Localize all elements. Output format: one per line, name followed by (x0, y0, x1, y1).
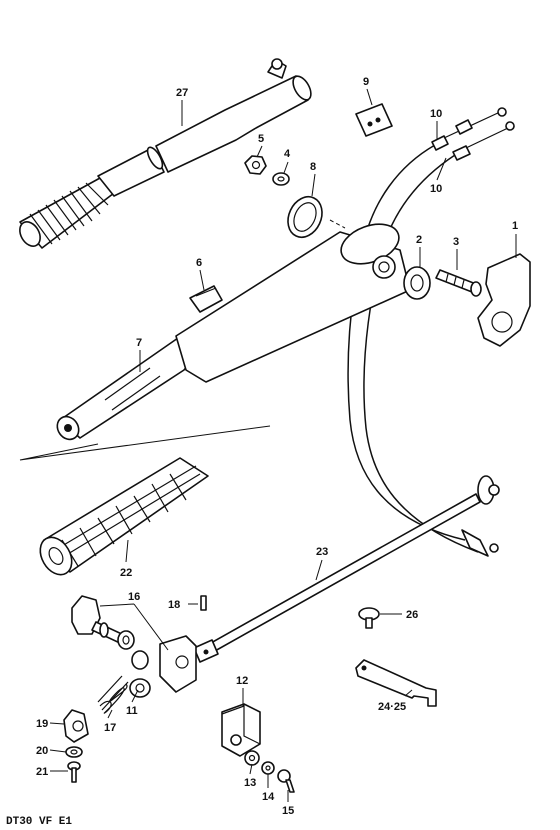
part-14-washer (261, 761, 275, 775)
throttle-cables (347, 107, 515, 557)
part-4-washer (272, 172, 290, 186)
part-20-washer (65, 746, 83, 758)
callout-26: 26 (406, 609, 418, 621)
part-27-tiller-extension (19, 58, 312, 249)
callout-23: 23 (316, 546, 328, 558)
callout-6: 6 (196, 257, 202, 269)
part-6-bushing (189, 285, 223, 313)
callout-11: 11 (126, 705, 138, 717)
callout-14: 14 (262, 791, 275, 803)
callout-9: 9 (363, 76, 369, 88)
callout-13: 13 (244, 777, 256, 789)
callout-22: 22 (120, 567, 132, 579)
callout-2: 2 (416, 234, 422, 246)
part-5-nut (244, 155, 267, 175)
callout-10-lower: 10 (430, 183, 442, 195)
callout-18: 18 (168, 599, 180, 611)
part-16-shaft-assembly (71, 595, 197, 693)
callout-4: 4 (284, 148, 291, 160)
part-3-bolt (435, 269, 482, 297)
part-12-clamp-block (221, 703, 261, 757)
part-13-washer (244, 750, 260, 766)
callout-3: 3 (453, 236, 459, 248)
part-23-link-rod (193, 475, 500, 663)
part-11-bushing (129, 678, 151, 698)
callout-7: 7 (136, 337, 142, 349)
callout-24-25: 24·25 (378, 701, 406, 713)
part-21-bolt (67, 761, 81, 783)
part-15-screw (277, 769, 295, 793)
callout-27: 27 (176, 87, 188, 99)
part-26-screw (358, 607, 380, 629)
part-18-pin (200, 595, 207, 611)
callout-17: 17 (104, 722, 116, 734)
callout-21: 21 (36, 766, 48, 778)
callout-10-upper: 10 (430, 108, 442, 120)
callout-5: 5 (258, 133, 264, 145)
leader-lines (49, 88, 517, 802)
part-7-tiller-arm (56, 223, 411, 441)
callout-1: 1 (512, 220, 518, 232)
part-1-cover (477, 253, 531, 347)
part-2-collar (403, 266, 431, 300)
diagram-caption: DT30 VF E1 (6, 816, 72, 828)
callout-15: 15 (282, 805, 294, 817)
callout-8: 8 (310, 161, 316, 173)
callout-12: 12 (236, 675, 248, 687)
part-8-ring (287, 196, 323, 238)
part-24-25-bracket (355, 659, 437, 707)
part-9-clamp-plate (355, 103, 393, 137)
explode-guide-lines (19, 219, 346, 461)
callout-20: 20 (36, 745, 48, 757)
part-17-spring (97, 675, 129, 714)
part-19-knob (63, 709, 89, 743)
part-22-grip (39, 457, 209, 576)
callout-16: 16 (128, 591, 140, 603)
callout-19: 19 (36, 718, 48, 730)
callout-labels: 1 2 3 4 5 6 7 8 9 10 10 11 12 13 14 15 1… (36, 76, 518, 817)
